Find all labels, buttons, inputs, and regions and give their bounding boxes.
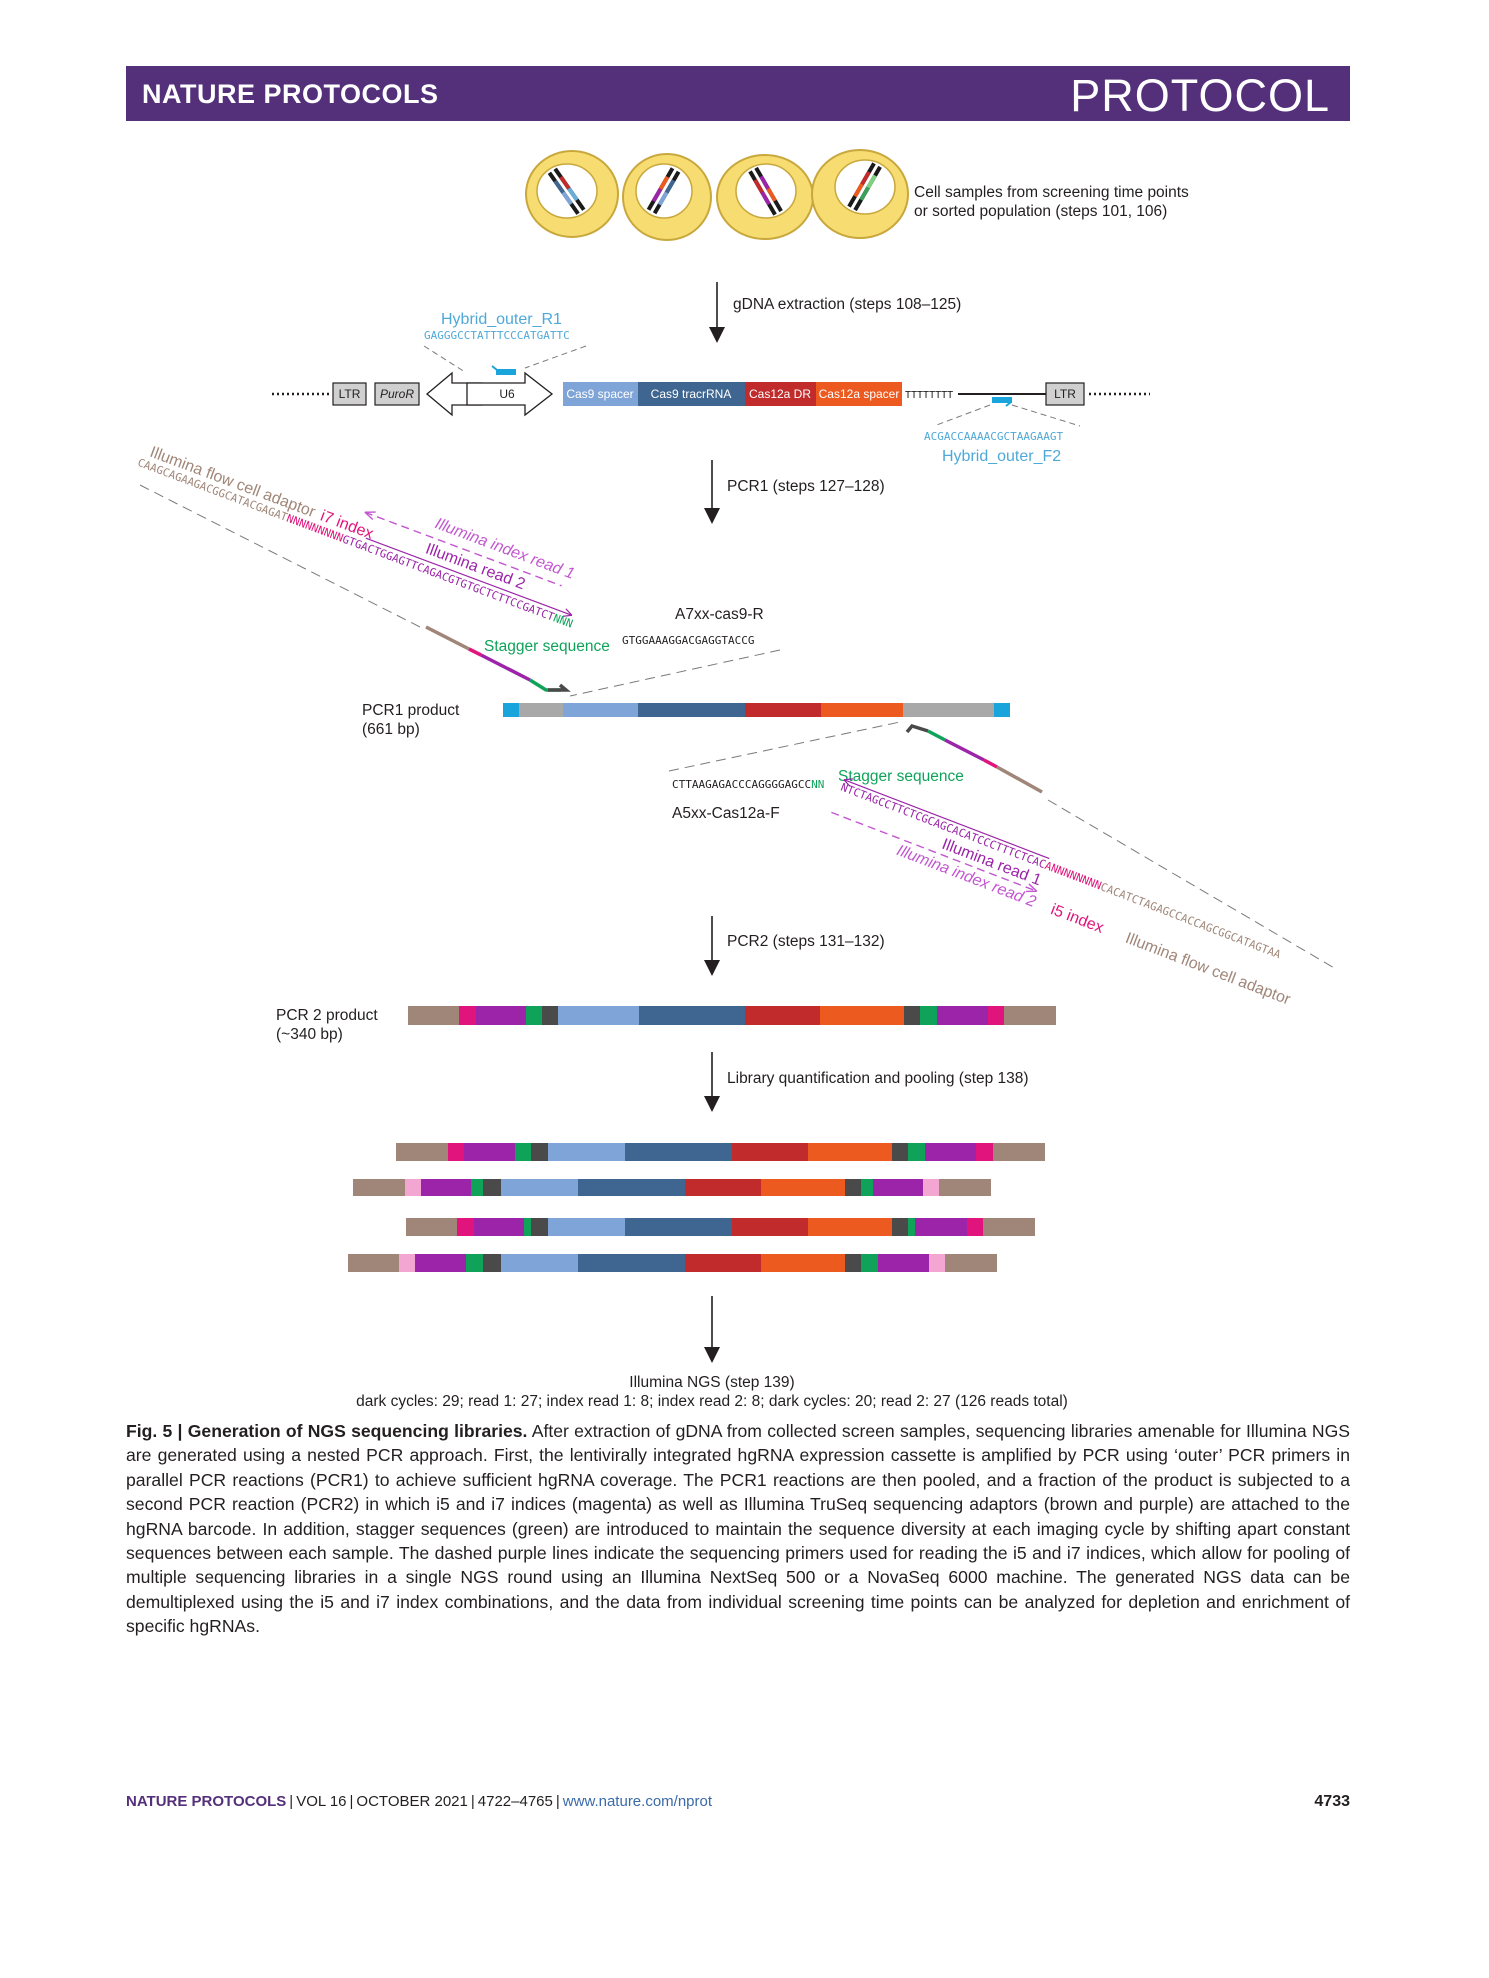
journal-banner: NATURE PROTOCOLS PROTOCOL: [126, 66, 1350, 121]
index-read1-head: [364, 511, 376, 521]
bottom-guide-left: [668, 721, 901, 772]
top-guide-right: [569, 649, 781, 697]
primer-top-purple: [480, 653, 531, 682]
bottom-adaptor-sequence: NTCTAGCCTTCTCGCAGCACATCCCTTTCTCACANNNNNN…: [839, 781, 1283, 962]
u6-label: U6: [499, 387, 515, 401]
ltr-left-label: LTR: [339, 387, 361, 401]
journal-name: NATURE PROTOCOLS: [142, 79, 439, 109]
read1-arrow-line: [843, 779, 1050, 860]
primer-r1-mark: [491, 365, 516, 375]
step4-label: Library quantification and pooling (step…: [727, 1070, 1029, 1087]
page-footer: NATURE PROTOCOLS|VOL 16|OCTOBER 2021|472…: [126, 1793, 1350, 1810]
primer-top-gray: [548, 683, 571, 692]
primer-a5-name: A5xx-Cas12a-F: [672, 805, 780, 822]
bot-seq-brown: CACATCTAGAGCCACCAGCGGCATAGTAA: [1099, 880, 1283, 961]
step1-label: gDNA extraction (steps 108–125): [733, 296, 961, 313]
read2-arrow-head: [562, 608, 573, 617]
primer-top-magenta: [468, 647, 482, 657]
cas9-spacer-box: [563, 382, 638, 406]
a7-seq: GTGGAAAGGACGAGGTACCG: [622, 634, 754, 647]
primer-a7-name: A7xx-cas9-R: [675, 606, 764, 623]
ltr-right-label: LTR: [1054, 387, 1076, 401]
pcr1-product-label1: PCR1 product: [362, 702, 460, 719]
bottom-guide-right: [1047, 799, 1337, 970]
cells-label-line2: or sorted population (steps 101, 106): [914, 203, 1167, 220]
library-bar-2: [353, 1179, 991, 1196]
adaptor-top-label: Illumina flow cell adaptor: [147, 444, 318, 522]
stagger-bottom-label: Stagger sequence: [838, 768, 964, 785]
primer-top-brown: [425, 625, 470, 651]
footer-url[interactable]: www.nature.com/nprot: [562, 1793, 713, 1810]
primer-bottom-gray: [905, 723, 929, 734]
puror-label: PuroR: [380, 387, 414, 401]
page-number: 4733: [1314, 1793, 1350, 1810]
cell-2: [622, 153, 712, 241]
primer-bottom-green: [927, 729, 946, 742]
cas9-spacer-label: Cas9 spacer: [566, 387, 633, 401]
primer-bottom-magenta: [983, 758, 998, 769]
primer-bottom-purple: [944, 738, 985, 762]
cell-4: [811, 149, 909, 239]
a5-seq-green: NN: [811, 778, 824, 791]
pcr1-product-bar: [503, 703, 1010, 717]
ltr-box-right: [1045, 382, 1085, 406]
library-bar-3: [406, 1218, 1035, 1236]
primer-r1-name: Hybrid_outer_R1: [441, 311, 562, 328]
ngs-library-figure: Cell samples from screening time points …: [136, 149, 1337, 1410]
final-label-2: dark cycles: 29; read 1: 27; index read …: [356, 1393, 1068, 1410]
cas9-tracr-box: [638, 382, 745, 406]
ltr-box-left: [332, 382, 367, 406]
cell-3: [716, 154, 814, 240]
cas12a-dr-box: [745, 382, 816, 406]
footer-volume: VOL 16: [296, 1793, 347, 1810]
footer-pages: 4722–4765: [477, 1793, 553, 1810]
adaptor-bottom-label: Illumina flow cell adaptor: [1123, 930, 1293, 1009]
u6-arrow: [466, 371, 554, 417]
read1-arrow-head: [843, 778, 853, 787]
index-read2-dashes: [831, 811, 1038, 892]
footer-journal: NATURE PROTOCOLS: [126, 1793, 287, 1810]
primer-r1-guide-left: [423, 345, 466, 373]
cell-1: [525, 150, 619, 238]
footer-date: OCTOBER 2021: [356, 1793, 468, 1810]
caption-body: After extraction of gDNA from collected …: [126, 1421, 1350, 1637]
bot-seq-magenta: ANNNNNNNN: [1043, 859, 1103, 892]
pcr1-product-label2: (661 bp): [362, 721, 420, 738]
i5-index-label: i5 index: [1048, 901, 1106, 937]
primer-f2-mark: [992, 397, 1012, 407]
cells-label-line1: Cell samples from screening time points: [914, 184, 1189, 201]
puror-box: [374, 382, 420, 406]
stagger-top-label: Stagger sequence: [484, 638, 610, 655]
cas12a-dr-label: Cas12a DR: [749, 387, 811, 401]
library-bar-4: [348, 1254, 997, 1272]
primer-bottom-brown: [996, 765, 1043, 794]
pcr2-product-label1: PCR 2 product: [276, 1007, 378, 1024]
library-bar-1: [396, 1143, 1045, 1161]
pcr2-product-bar: [408, 1006, 1056, 1025]
primer-f2-seq: ACGACCAAAACGCTAAGAAGT: [924, 430, 1063, 443]
index-read2-head: [1026, 883, 1038, 893]
final-label-1: Illumina NGS (step 139): [629, 1374, 794, 1391]
primer-f2-guide-left: [933, 404, 991, 427]
primer-r1-guide-right: [524, 345, 587, 369]
figure-caption: Fig. 5 | Generation of NGS sequencing li…: [126, 1419, 1350, 1639]
cas12a-spacer-label: Cas12a spacer: [819, 387, 900, 401]
primer-f2-name: Hybrid_outer_F2: [942, 448, 1061, 465]
polyt-label: TTTTTTTT: [905, 390, 953, 401]
caption-title: Fig. 5 | Generation of NGS sequencing li…: [126, 1421, 528, 1441]
top-guide-left: [139, 484, 423, 629]
cas12a-spacer-box: [816, 382, 902, 406]
step2-label: PCR1 (steps 127–128): [727, 478, 885, 495]
primer-r1-seq: GAGGGCCTATTTCCCATGATTC: [424, 329, 570, 342]
a5-sequence: CTTAAGAGACCCAGGGGAGCCNN: [672, 778, 824, 791]
cas9-tracr-label: Cas9 tracrRNA: [651, 387, 732, 401]
a5-seq: CTTAAGAGACCCAGGGGAGCC: [672, 778, 811, 791]
primer-f2-guide-right: [1011, 404, 1081, 427]
section-name: PROTOCOL: [1070, 70, 1330, 121]
read2-arrow-line: [365, 537, 573, 616]
step3-label: PCR2 (steps 131–132): [727, 933, 885, 950]
pcr2-product-label2: (~340 bp): [276, 1026, 343, 1043]
index-read1-dashes: [364, 511, 562, 587]
